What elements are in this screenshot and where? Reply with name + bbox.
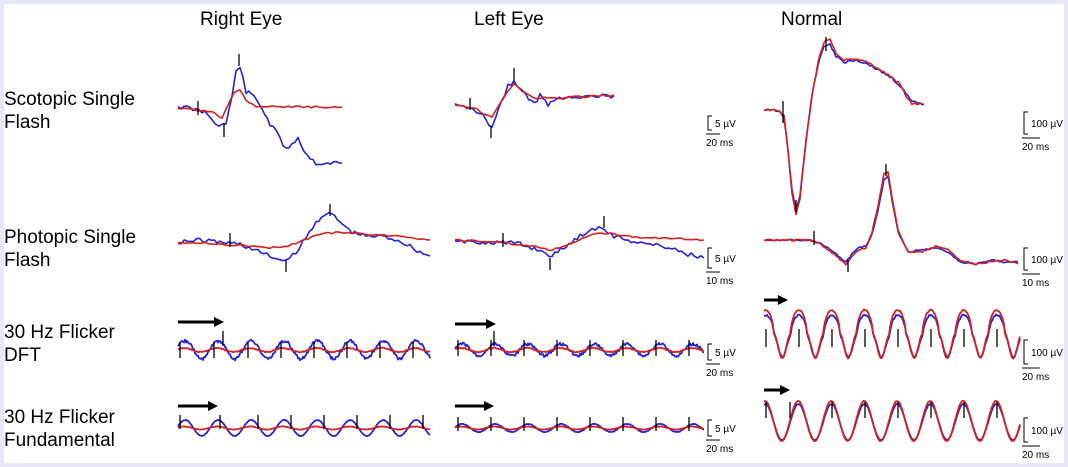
photopic-left-trace-red [455,232,705,252]
flicker-fund-normal-arrow-head [780,385,790,395]
row-label-flicker-fundamental-line2: Fundamental [4,430,115,451]
scotopic-right-left-scalebar-time-label: 20 ms [706,138,733,149]
flicker-dft-normal-trace-red [763,308,1021,360]
flicker-dft-right-trace-blue [177,338,431,362]
flicker-fund-normal-trace-red [763,399,1021,443]
flicker-dft-right-left-scalebar-amplitude-label: 5 µV [715,348,736,359]
flicker-dft-right-arrow-head [214,317,224,327]
flicker-fund-right-arrow-head [208,401,218,411]
scotopic-normal-scalebar-amplitude-bar [1023,111,1028,135]
row-label-scotopic-line1: Scotopic Single [4,89,135,110]
column-title-right-eye: Right Eye [200,9,283,30]
row-label-scotopic-line2: Flash [4,112,51,133]
flicker-fund-right-left-scalebar-amplitude-bar [707,419,712,437]
photopic-normal-scalebar-amplitude-label: 100 µV [1031,255,1063,266]
column-title-normal: Normal [781,9,843,30]
photopic-normal-scalebar-amplitude-bar [1023,247,1028,271]
row-label-flicker-dft-line2: DFT [4,345,41,366]
flicker-dft-left-arrow-head [486,319,496,329]
scotopic-normal-trace-red [764,38,923,216]
photopic-right-left-scalebar-amplitude-label: 5 µV [715,254,736,265]
flicker-fund-normal-scalebar-time-label: 20 ms [1022,450,1049,461]
row-label-flicker-fundamental: 30 Hz Flicker Fundamental [4,406,115,452]
figure-panel: Right Eye Left Eye Normal Scotopic Singl… [4,4,1064,463]
flicker-dft-left-trace-blue [454,341,705,358]
photopic-normal-scalebar-time-label: 10 ms [1022,278,1049,289]
scotopic-right-trace-blue [177,66,342,166]
flicker-fund-right-left-scalebar-amplitude-label: 5 µV [715,424,736,435]
row-label-flicker-dft: 30 Hz Flicker DFT [4,321,115,367]
erg-traces-figure: 5 µV 20 ms 100 µV 20 ms 5 µV 10 ms 100 µV 10 ms… [177,37,1063,461]
photopic-right-left-scalebar-amplitude-bar [707,247,712,269]
scotopic-normal-scalebar-time-label: 20 ms [1022,142,1049,153]
flicker-dft-normal-arrow-head [778,295,788,305]
scotopic-left-trace-red [454,82,615,118]
row-label-scotopic: Scotopic Single Flash [4,88,135,134]
flicker-fund-left-arrow-head [484,401,494,411]
scotopic-right-trace-red [177,89,343,119]
flicker-dft-left-trace-red [454,346,705,354]
row-label-photopic-line1: Photopic Single [4,227,137,248]
row-label-flicker-dft-line1: 30 Hz Flicker [4,322,115,343]
scotopic-left-trace-blue [454,79,615,128]
flicker-fund-left-trace-blue [454,422,705,434]
scotopic-right-left-scalebar-amplitude-label: 5 µV [715,119,736,130]
photopic-normal-trace-red [763,171,1019,266]
flicker-dft-normal-scalebar-amplitude-bar [1023,339,1028,365]
flicker-fund-left-trace-red [454,425,704,431]
flicker-fund-right-trace-red [177,425,431,431]
photopic-right-left-scalebar-time-label: 10 ms [706,276,733,287]
flicker-fund-normal-scalebar-amplitude-bar [1023,417,1028,443]
row-label-flicker-fundamental-line1: 30 Hz Flicker [4,407,115,428]
flicker-dft-right-trace-red [177,346,431,354]
row-label-photopic: Photopic Single Flash [4,226,136,272]
flicker-dft-right-left-scalebar-amplitude-bar [707,343,712,361]
scotopic-right-left-scalebar-amplitude-bar [707,115,712,131]
flicker-dft-normal-scalebar-time-label: 20 ms [1022,372,1049,383]
row-label-photopic-line2: Flash [4,250,51,271]
flicker-fund-normal-scalebar-amplitude-label: 100 µV [1031,426,1063,437]
scotopic-normal-trace-blue [763,43,925,211]
photopic-right-trace-red [177,231,431,250]
flicker-fund-right-left-scalebar-time-label: 20 ms [706,444,733,455]
scotopic-normal-scalebar-amplitude-label: 100 µV [1031,119,1063,130]
column-title-left-eye: Left Eye [474,9,544,30]
flicker-dft-normal-scalebar-amplitude-label: 100 µV [1031,348,1063,359]
flicker-dft-right-left-scalebar-time-label: 20 ms [706,368,733,379]
